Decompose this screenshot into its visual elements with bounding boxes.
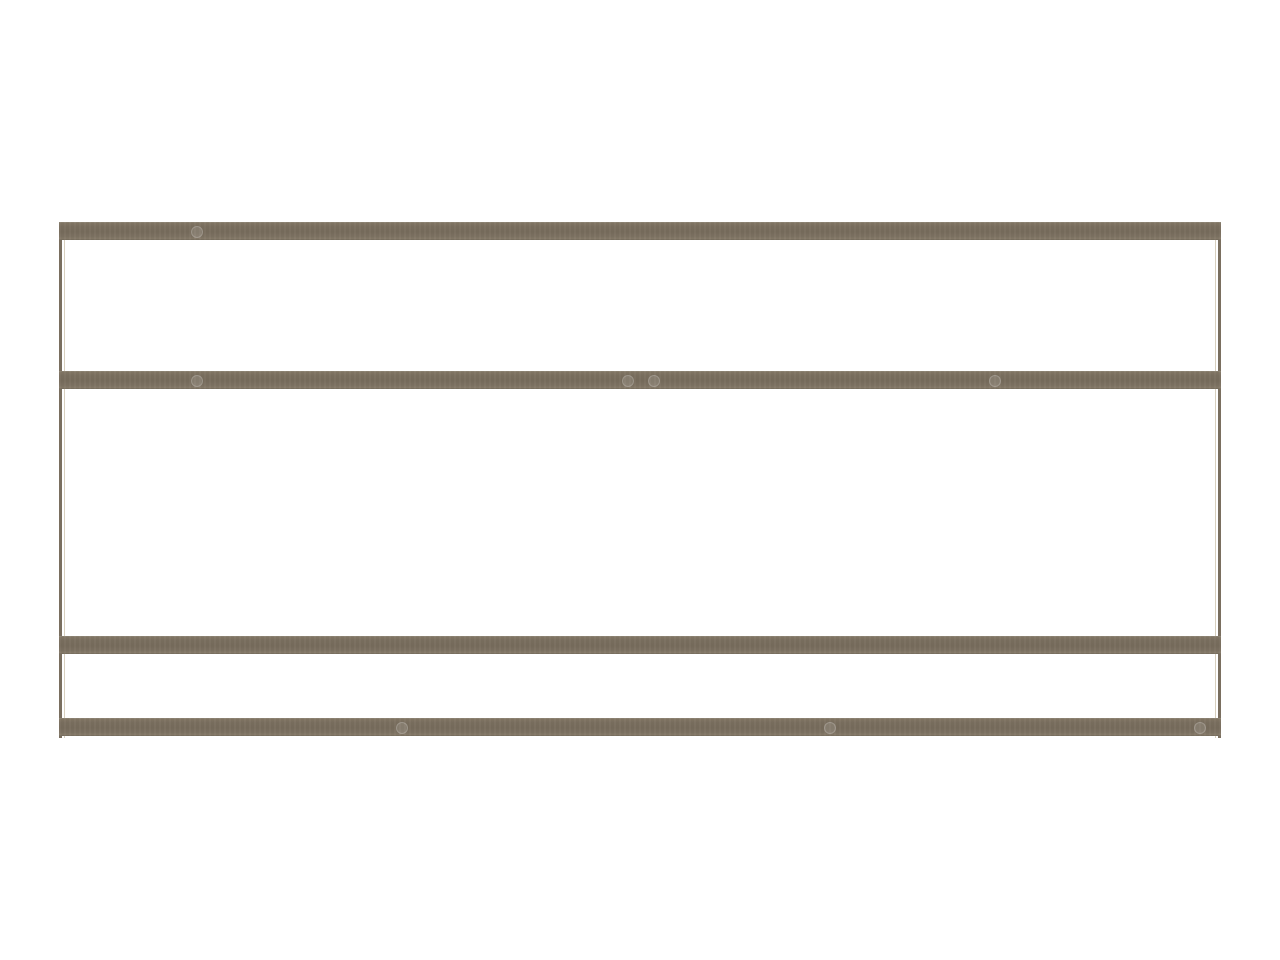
rail-3 (59, 636, 1221, 654)
rail-2 (59, 371, 1221, 389)
wood-knot-marker (648, 375, 660, 387)
wood-knot-marker (622, 375, 634, 387)
rail-bottom (59, 718, 1221, 736)
wood-knot-marker (989, 375, 1001, 387)
wood-knot-marker (191, 226, 203, 238)
wood-knot-marker (396, 722, 408, 734)
wood-knot-marker (824, 722, 836, 734)
frame-outline (59, 222, 1221, 738)
wood-knot-marker (191, 375, 203, 387)
wood-knot-marker (1194, 722, 1206, 734)
rail-top (59, 222, 1221, 240)
